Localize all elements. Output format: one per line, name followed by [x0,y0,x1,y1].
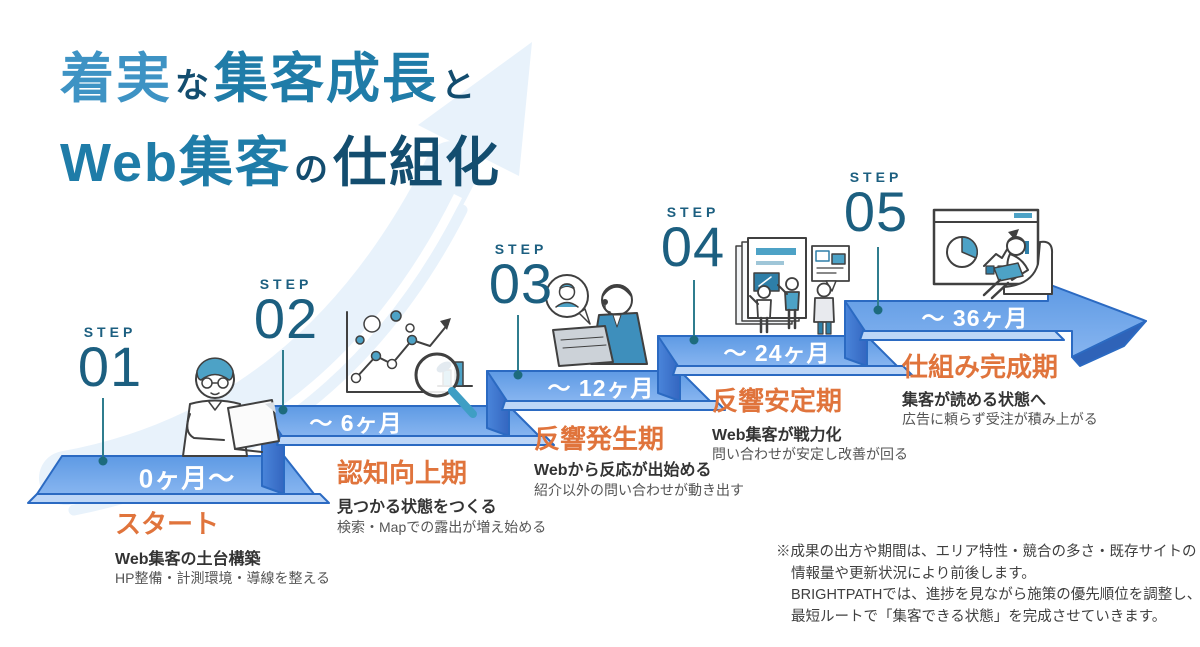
step1-label: STEP 01 [77,324,143,398]
step-connector-dots [98,305,883,466]
step2-title: 認知向上期 [337,458,468,488]
step3-title: 反響発生期 [534,424,665,454]
note-line: 最短ルートで「集客できる状態」を完成させていきます。 [791,608,1167,625]
step-connectors [102,247,879,458]
step4-subtitle: Web集客が戦力化 [712,427,842,444]
step3-period: 〜 12ヶ月 [547,375,655,401]
step3-label: STEP 03 [488,241,554,315]
note-line: ※成果の出方や期間は、エリア特性・競合の多さ・既存サイトの [776,544,1197,560]
step3-description: 紹介以外の問い合わせが動き出す [534,482,744,498]
note-line: 情報量や更新状況により前後します。 [791,565,1036,582]
step2-subtitle: 見つかる状態をつくる [337,499,497,516]
chart-magnifier-illustration [346,310,477,418]
page-title: 着実な集客成長と Web集客の仕組化 [60,44,501,212]
step1-period: 0ヶ月〜 [138,463,236,494]
step4-period: 〜 24ヶ月 [723,340,831,366]
support-operator-illustration [545,274,648,367]
step5-subtitle: 集客が読める状態へ [902,392,1047,409]
step5-title: 仕組み完成期 [902,352,1059,382]
step5-label: STEP 05 [843,169,909,243]
note-line: BRIGHTPATHでは、進捗を見ながら施策の優先順位を調整し、 [791,587,1200,603]
step5-arrow-underside [1071,320,1147,367]
step5-description: 広告に頼らず受注が積み上がる [902,411,1098,427]
step3-strip [501,400,726,411]
page-title-line1: 着実な集客成長と [60,49,477,109]
step4-title: 反響安定期 [712,386,843,416]
step2-period: 〜 6ヶ月 [309,410,403,436]
step5-strip [859,330,1065,341]
step4-description: 問い合わせが安定し改善が回る [712,446,908,462]
step2-description: 検索・Mapでの露出が増え始める [337,519,547,535]
step3-subtitle: Webから反応が出始める [534,462,712,479]
step1-title: スタート [115,509,220,539]
man-with-laptop-illustration [182,357,280,457]
team-review-boards-illustration [735,237,850,335]
step5-period: 〜 36ヶ月 [921,305,1029,331]
step2-label: STEP 02 [253,276,319,350]
step4-strip [672,365,913,376]
page-title-line2: Web集客の仕組化 [60,133,502,193]
step1-subtitle: Web集客の土台構築 [115,551,261,568]
step1-strip [27,493,330,504]
step4-label: STEP 04 [660,204,726,278]
step1-description: HP整備・計測環境・導線を整える [115,570,331,586]
disclaimer-note: ※成果の出方や期間は、エリア特性・競合の多さ・既存サイトの 情報量や更新状況によ… [776,542,1200,628]
analytics-relax-illustration [932,208,1054,300]
